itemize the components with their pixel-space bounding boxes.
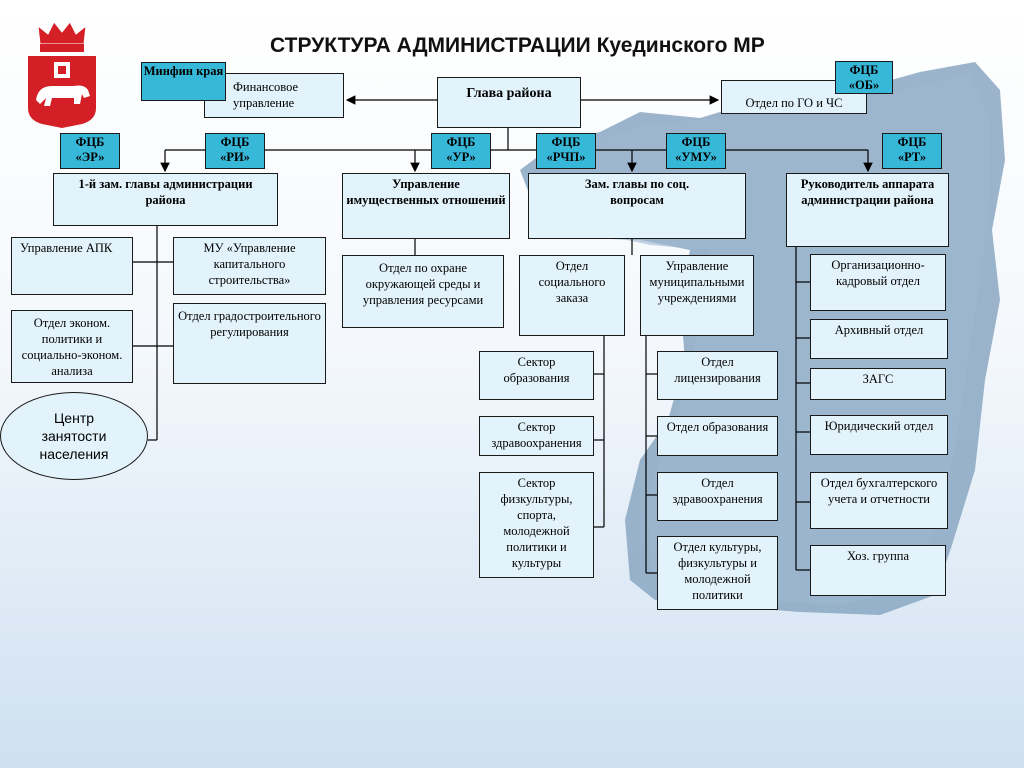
czn-label: Центр занятости населения [39,410,109,462]
fcb-er-tag: ФЦБ «ЭР» [60,133,120,169]
buh-box: Отдел бухгалтерского учета и отчетности [810,472,948,529]
fcb-ur-tag: ФЦБ «УР» [431,133,491,169]
otd-kult-box: Отдел культуры, физкультуры и молодежной… [657,536,778,610]
hoz-box: Хоз. группа [810,545,946,596]
ohrana-box: Отдел по охране окружающей среды и управ… [342,255,504,328]
sektor-fiz-box: Сектор физкультуры, спорта, молодежной п… [479,472,594,578]
czn-ellipse: Центр занятости населения [0,392,148,480]
perm-krai-coat-of-arms-icon [28,21,96,128]
yur-box: Юридический отдел [810,415,948,455]
grad-box: Отдел градостроительного регулирования [173,303,326,384]
otd-lic-box: Отдел лицензирования [657,351,778,400]
fcb-ob-tag: ФЦБ «ОБ» [835,61,893,94]
zam-soc-box: Зам. главы по соц. вопросам [528,173,746,239]
sektor-obr-box: Сектор образования [479,351,594,400]
minfin-tag: Минфин края [141,62,226,101]
fin-upr-box: Финансовое управление [204,73,344,118]
rukovod-box: Руководитель аппарата администрации райо… [786,173,949,247]
fin-upr-label: Финансовое управление [233,80,299,110]
coat-of-arms [24,20,100,128]
zags-box: ЗАГС [810,368,946,400]
arhiv-box: Архивный отдел [810,319,948,359]
page-title: СТРУКТУРА АДМИНИСТРАЦИИ Куединского МР [270,34,765,57]
upr-mun-box: Управление муниципальными учреждениями [640,255,754,336]
kadr-box: Организационно-кадровый отдел [810,254,946,311]
fcb-umu-tag: ФЦБ «УМУ» [666,133,726,169]
zam1-box: 1-й зам. главы администрации района [53,173,278,226]
otd-obr-box: Отдел образования [657,416,778,456]
otd-zdrav-box: Отдел здравоохранения [657,472,778,521]
mu-kap-box: МУ «Управление капитального строительств… [173,237,326,295]
imush-box: Управление имущественных отношений [342,173,510,239]
fcb-rchp-tag: ФЦБ «РЧП» [536,133,596,169]
sektor-zdrav-box: Сектор здравоохранения [479,416,594,456]
apk-box: Управление АПК [11,237,133,295]
fcb-ri-tag: ФЦБ «РИ» [205,133,265,169]
fcb-rt-tag: ФЦБ «РТ» [882,133,942,169]
soc-zakaz-box: Отдел социального заказа [519,255,625,336]
ekon-box: Отдел эконом. политики и социально-эконо… [11,310,133,383]
glava-box: Глава района [437,77,581,128]
